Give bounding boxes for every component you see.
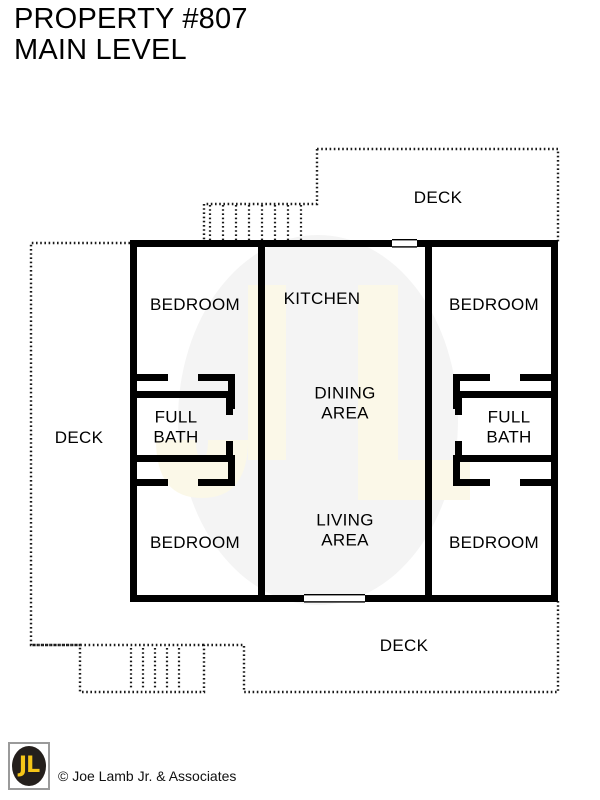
logo-oval: JL: [12, 746, 46, 786]
deck-bottom-outline: [31, 601, 560, 694]
footer-branding: JL © Joe Lamb Jr. & Associates: [8, 742, 236, 790]
page-title: PROPERTY #807 MAIN LEVEL: [14, 3, 248, 67]
watermark-jl-icon: [156, 235, 470, 605]
copyright-notice: © Joe Lamb Jr. & Associates: [58, 768, 237, 784]
logo-monogram: JL: [18, 752, 40, 778]
deck-top-outline: [317, 147, 560, 243]
stairs-top: [208, 205, 303, 242]
door-bottom-deck: [304, 594, 365, 603]
door-top-deck: [392, 239, 417, 248]
interior-walls: [130, 240, 558, 602]
stairs-bottom: [129, 648, 181, 690]
deck-outlines: [29, 147, 560, 694]
title-line-level: MAIN LEVEL: [14, 34, 187, 67]
title-line-property: PROPERTY #807: [14, 3, 248, 35]
stairs-top-landing-outline: [202, 149, 319, 243]
joe-lamb-logo-icon: JL: [8, 742, 50, 790]
